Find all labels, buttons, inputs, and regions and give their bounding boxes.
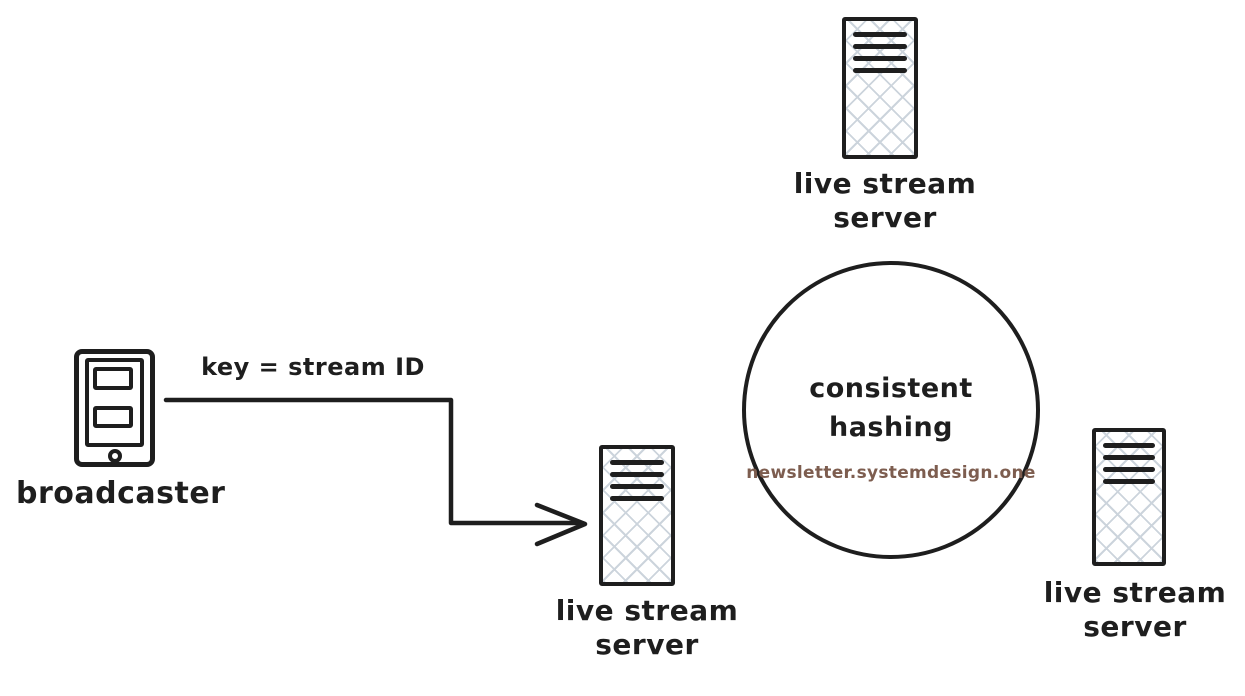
server-vent-line	[610, 460, 664, 465]
consistent-hashing-title: consistent hashing	[746, 369, 1036, 447]
server-vent-line	[1103, 467, 1155, 472]
phone-screen	[85, 358, 144, 447]
phone-home-button-icon	[108, 449, 122, 463]
circle-title-line2: hashing	[828, 412, 954, 443]
broadcaster-smartphone-icon	[74, 349, 155, 467]
server-vent-line	[610, 484, 664, 489]
server-label-line1: live stream	[555, 594, 739, 627]
circle-title-line1: consistent	[809, 373, 973, 404]
server-label-line1: live stream	[793, 167, 977, 200]
server-vent-line	[1103, 443, 1155, 448]
consistent-hashing-circle: consistent hashing newsletter.systemdesi…	[742, 261, 1040, 559]
server-label-line1: live stream	[1043, 576, 1227, 609]
live-stream-server-icon-right	[1092, 428, 1166, 566]
server-label-middle: live stream server	[547, 594, 747, 662]
server-label-line2: server	[595, 628, 699, 661]
phone-screen-block-1	[93, 367, 133, 390]
server-vent-line	[1103, 479, 1155, 484]
arrow-path	[163, 397, 581, 526]
arrowhead-icon	[534, 502, 588, 547]
live-stream-server-icon-top	[842, 17, 918, 159]
server-vent-line	[1103, 455, 1155, 460]
server-label-right: live stream server	[1035, 576, 1235, 644]
server-vent-line	[853, 68, 907, 73]
arrow-label-stream-key: key = stream ID	[201, 353, 425, 381]
server-vent-line	[610, 496, 664, 501]
server-vent-line	[853, 32, 907, 37]
server-label-top: live stream server	[785, 167, 985, 235]
broadcaster-label: broadcaster	[16, 476, 226, 511]
phone-screen-block-2	[93, 406, 133, 428]
server-vent-line	[853, 56, 907, 61]
server-label-line2: server	[833, 201, 937, 234]
server-vent-line	[853, 44, 907, 49]
server-vent-line	[610, 472, 664, 477]
newsletter-watermark: newsletter.systemdesign.one	[746, 463, 1036, 483]
live-stream-server-icon-middle	[599, 445, 675, 586]
server-label-line2: server	[1083, 610, 1187, 643]
